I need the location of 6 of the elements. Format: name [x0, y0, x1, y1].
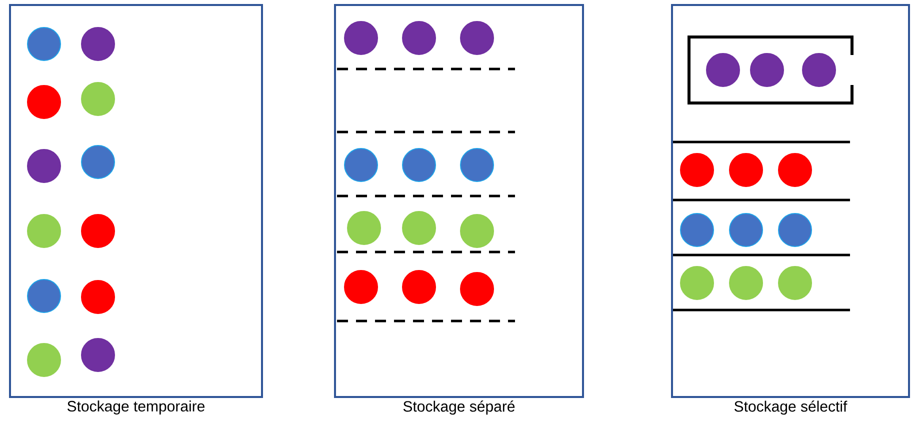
node-label: Stockage séparé [403, 400, 515, 415]
storage-panel: Stockage séparé [334, 4, 584, 415]
storage-panel: Stockage sélectif [671, 4, 910, 415]
node-label: Stockage sélectif [734, 400, 848, 415]
storage-panel: Stockage temporaire [9, 4, 263, 414]
node-label: Stockage temporaire [67, 400, 205, 415]
